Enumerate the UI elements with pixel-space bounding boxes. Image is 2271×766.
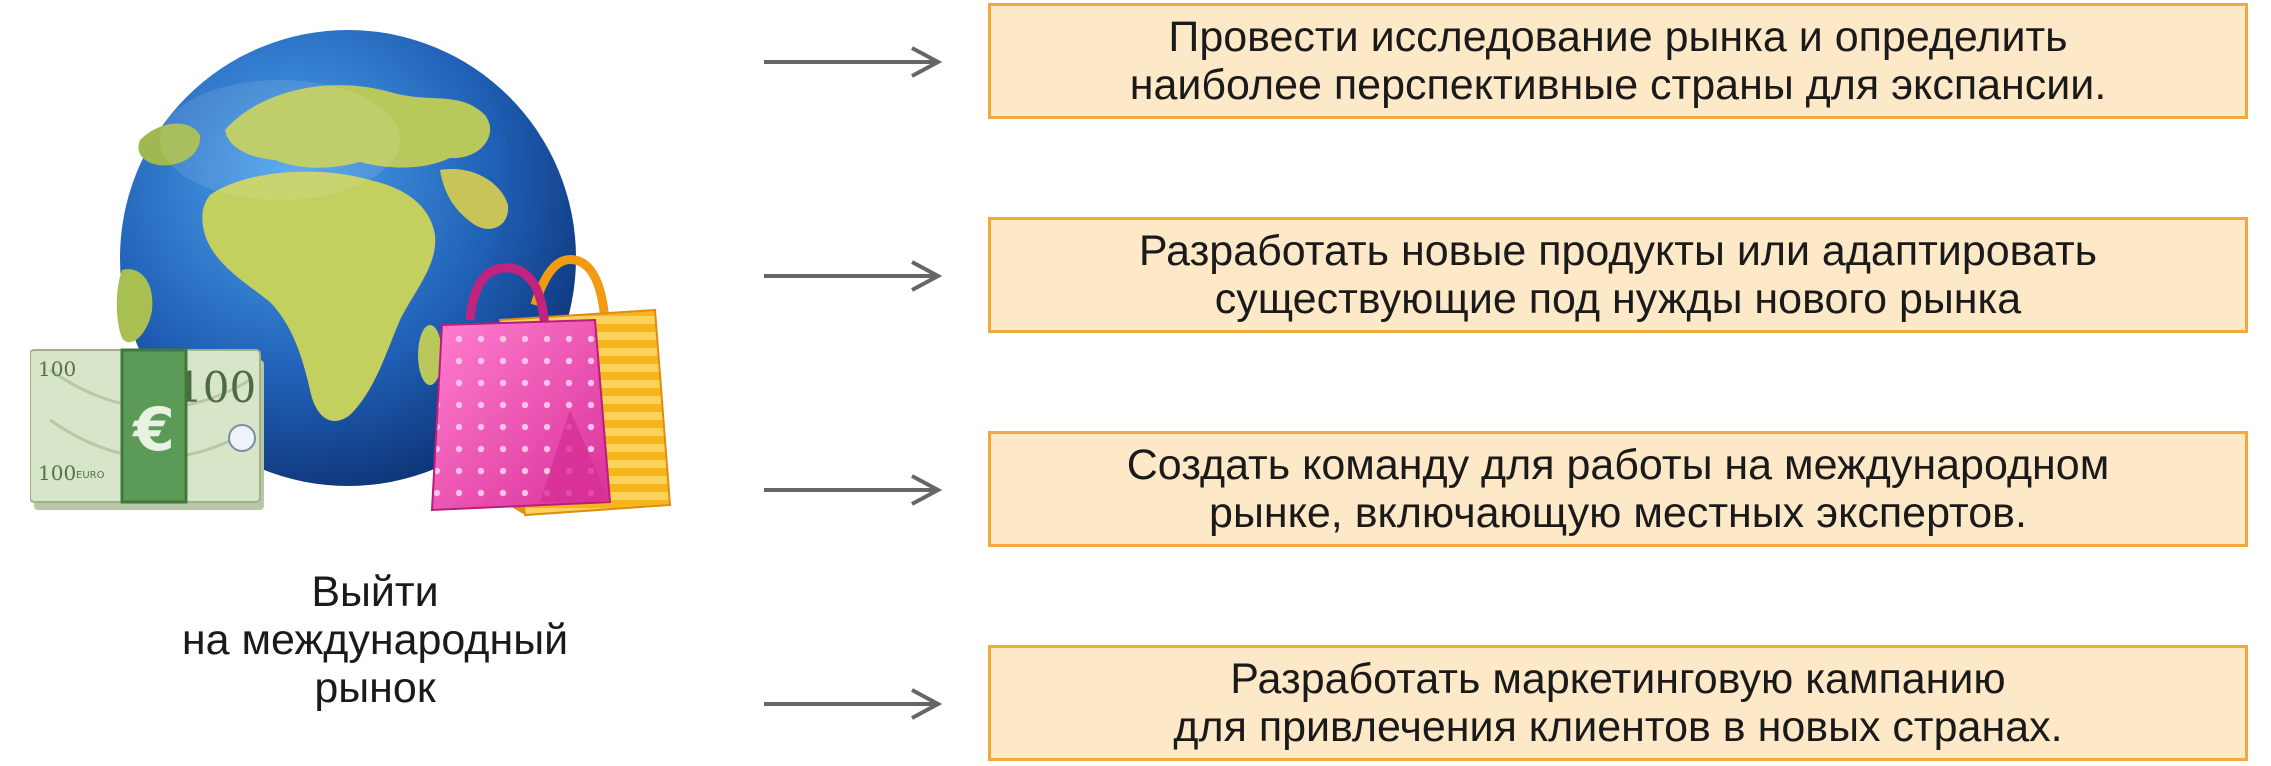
- euro-banknotes-icon: 100 100 100 EURO €: [29, 348, 264, 510]
- banknote-denomination-large: 100: [176, 363, 256, 412]
- banknote-denomination-top: 100: [38, 357, 76, 381]
- step-text-line: Создать команду для работы на международ…: [1126, 441, 2110, 489]
- banknote-currency-sign: €: [131, 395, 175, 465]
- goal-caption: Выйти на международный рынок: [110, 568, 640, 712]
- step-text-line: рынке, включающую местных экспертов.: [1209, 489, 2027, 537]
- step-box-product-development: Разработать новые продукты или адаптиров…: [988, 217, 2248, 333]
- step-box-market-research: Провести исследование рынка и определить…: [988, 3, 2248, 119]
- banknote-denomination-bottom: 100: [38, 461, 76, 485]
- arrow-right-icon: [762, 684, 943, 724]
- step-box-marketing-campaign: Разработать маркетинговую кампанию для п…: [988, 645, 2248, 761]
- arrow-right-icon: [762, 256, 943, 296]
- step-box-international-team: Создать команду для работы на международ…: [988, 431, 2248, 547]
- step-text-line: Провести исследование рынка и определить: [1168, 13, 2068, 61]
- shopping-bags-icon: [430, 255, 672, 517]
- global-market-illustration: 100 100 100 EURO €: [29, 20, 710, 520]
- arrow-right-icon: [762, 42, 943, 82]
- step-text-line: Разработать новые продукты или адаптиров…: [1138, 227, 2098, 275]
- goal-caption-line-2: на международный: [181, 616, 569, 664]
- arrow-right-icon: [762, 470, 943, 510]
- banknote-currency-word: EURO: [76, 470, 105, 481]
- step-text-line: наиболее перспективные страны для экспан…: [1129, 61, 2107, 109]
- goal-caption-line-1: Выйти: [311, 568, 439, 616]
- step-text-line: Разработать маркетинговую кампанию: [1230, 655, 2006, 703]
- step-text-line: существующие под нужды нового рынка: [1214, 275, 2022, 323]
- goal-caption-line-3: рынок: [314, 664, 436, 712]
- step-text-line: для привлечения клиентов в новых странах…: [1173, 703, 2063, 751]
